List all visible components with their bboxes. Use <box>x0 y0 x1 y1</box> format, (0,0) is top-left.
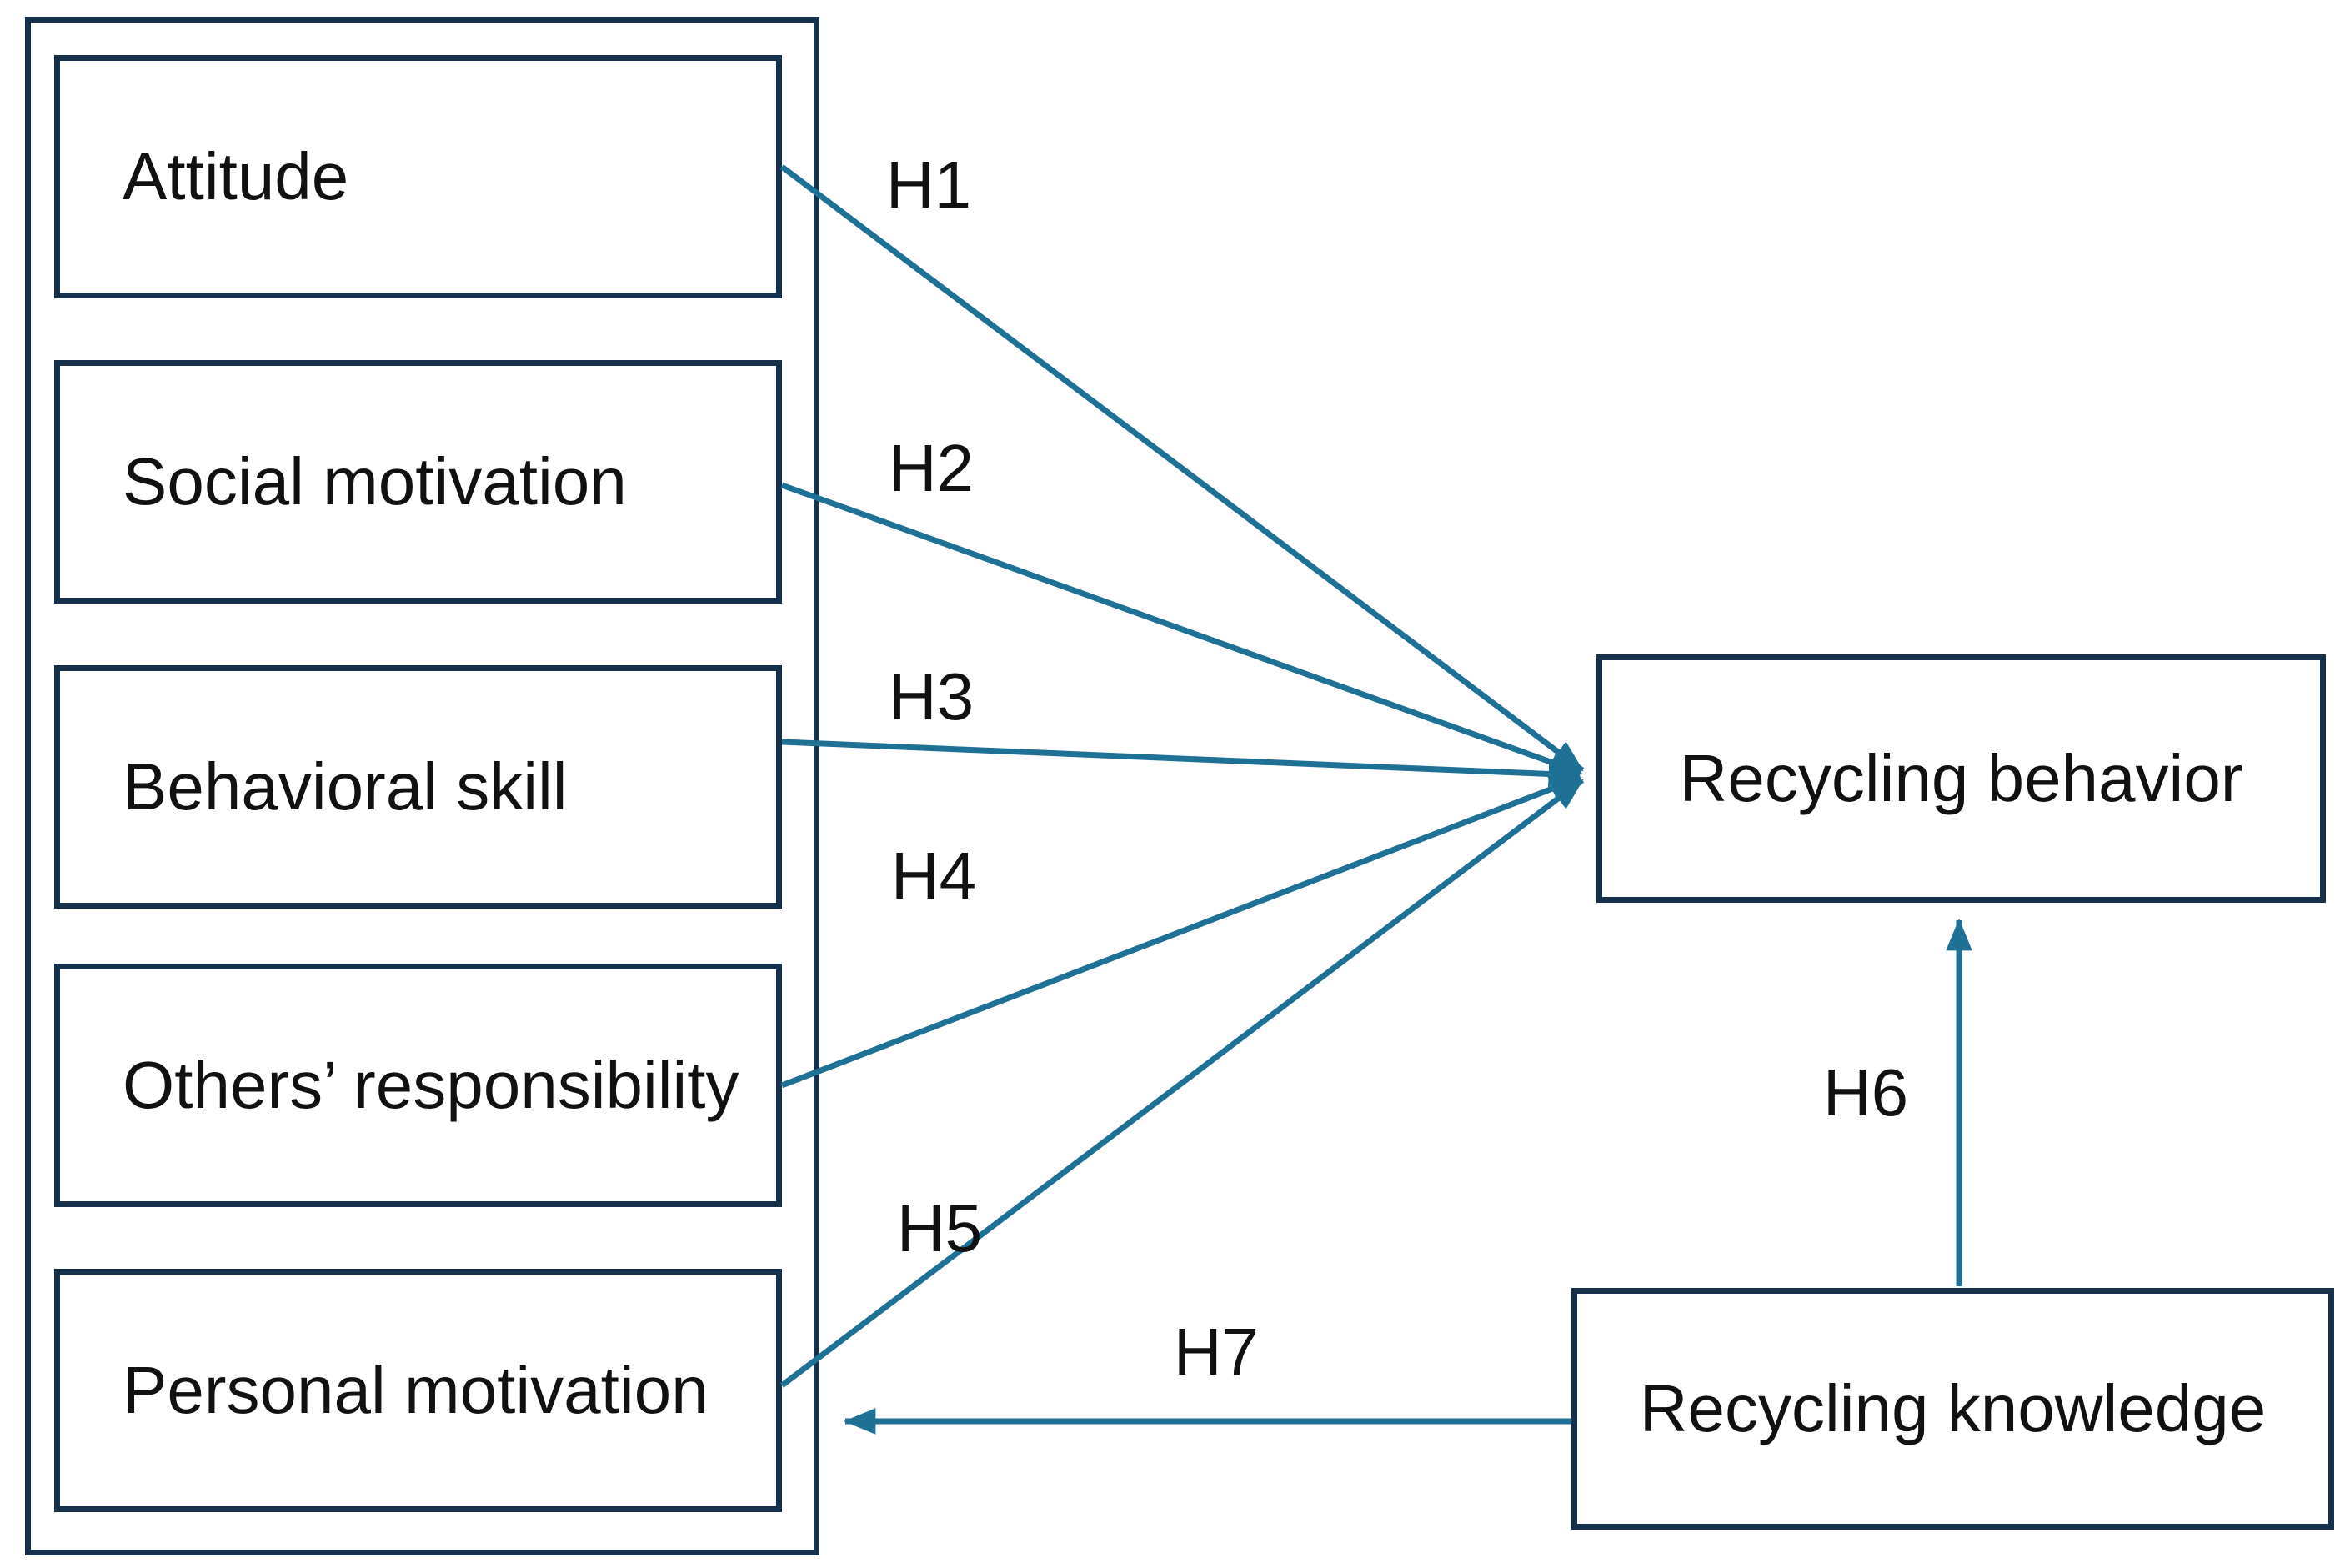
attitude-label: Attitude <box>123 139 349 213</box>
h7-label: H7 <box>1173 1315 1260 1389</box>
personal-motivation-label: Personal motivation <box>123 1353 709 1427</box>
behavioral-skill-box: Behavioral skill <box>54 665 782 909</box>
h2-label: H2 <box>888 431 975 505</box>
recycling-knowledge-label: Recycling knowledge <box>1639 1371 2267 1445</box>
personal-motivation-box: Personal motivation <box>54 1269 782 1512</box>
social-motivation-label: Social motivation <box>123 444 627 518</box>
h3-label: H3 <box>888 659 975 734</box>
h6-label: H6 <box>1822 1055 1909 1130</box>
behavioral-skill-label: Behavioral skill <box>123 749 568 824</box>
h4-label: H4 <box>890 839 977 913</box>
attitude-box: Attitude <box>54 55 782 298</box>
others-responsibility-box: Others’ responsibility <box>54 964 782 1207</box>
h4-arrow-line <box>780 774 1582 1089</box>
recycling-knowledge-box: Recycling knowledge <box>1571 1288 2334 1530</box>
h3-arrow-line <box>781 739 1581 788</box>
h5-label: H5 <box>896 1191 983 1265</box>
recycling-behavior-label: Recycling behavior <box>1679 741 2243 815</box>
recycling-behavior-box: Recycling behavior <box>1596 654 2326 903</box>
others-responsibility-label: Others’ responsibility <box>123 1048 739 1122</box>
h1-label: H1 <box>885 148 972 222</box>
social-motivation-box: Social motivation <box>54 360 782 604</box>
